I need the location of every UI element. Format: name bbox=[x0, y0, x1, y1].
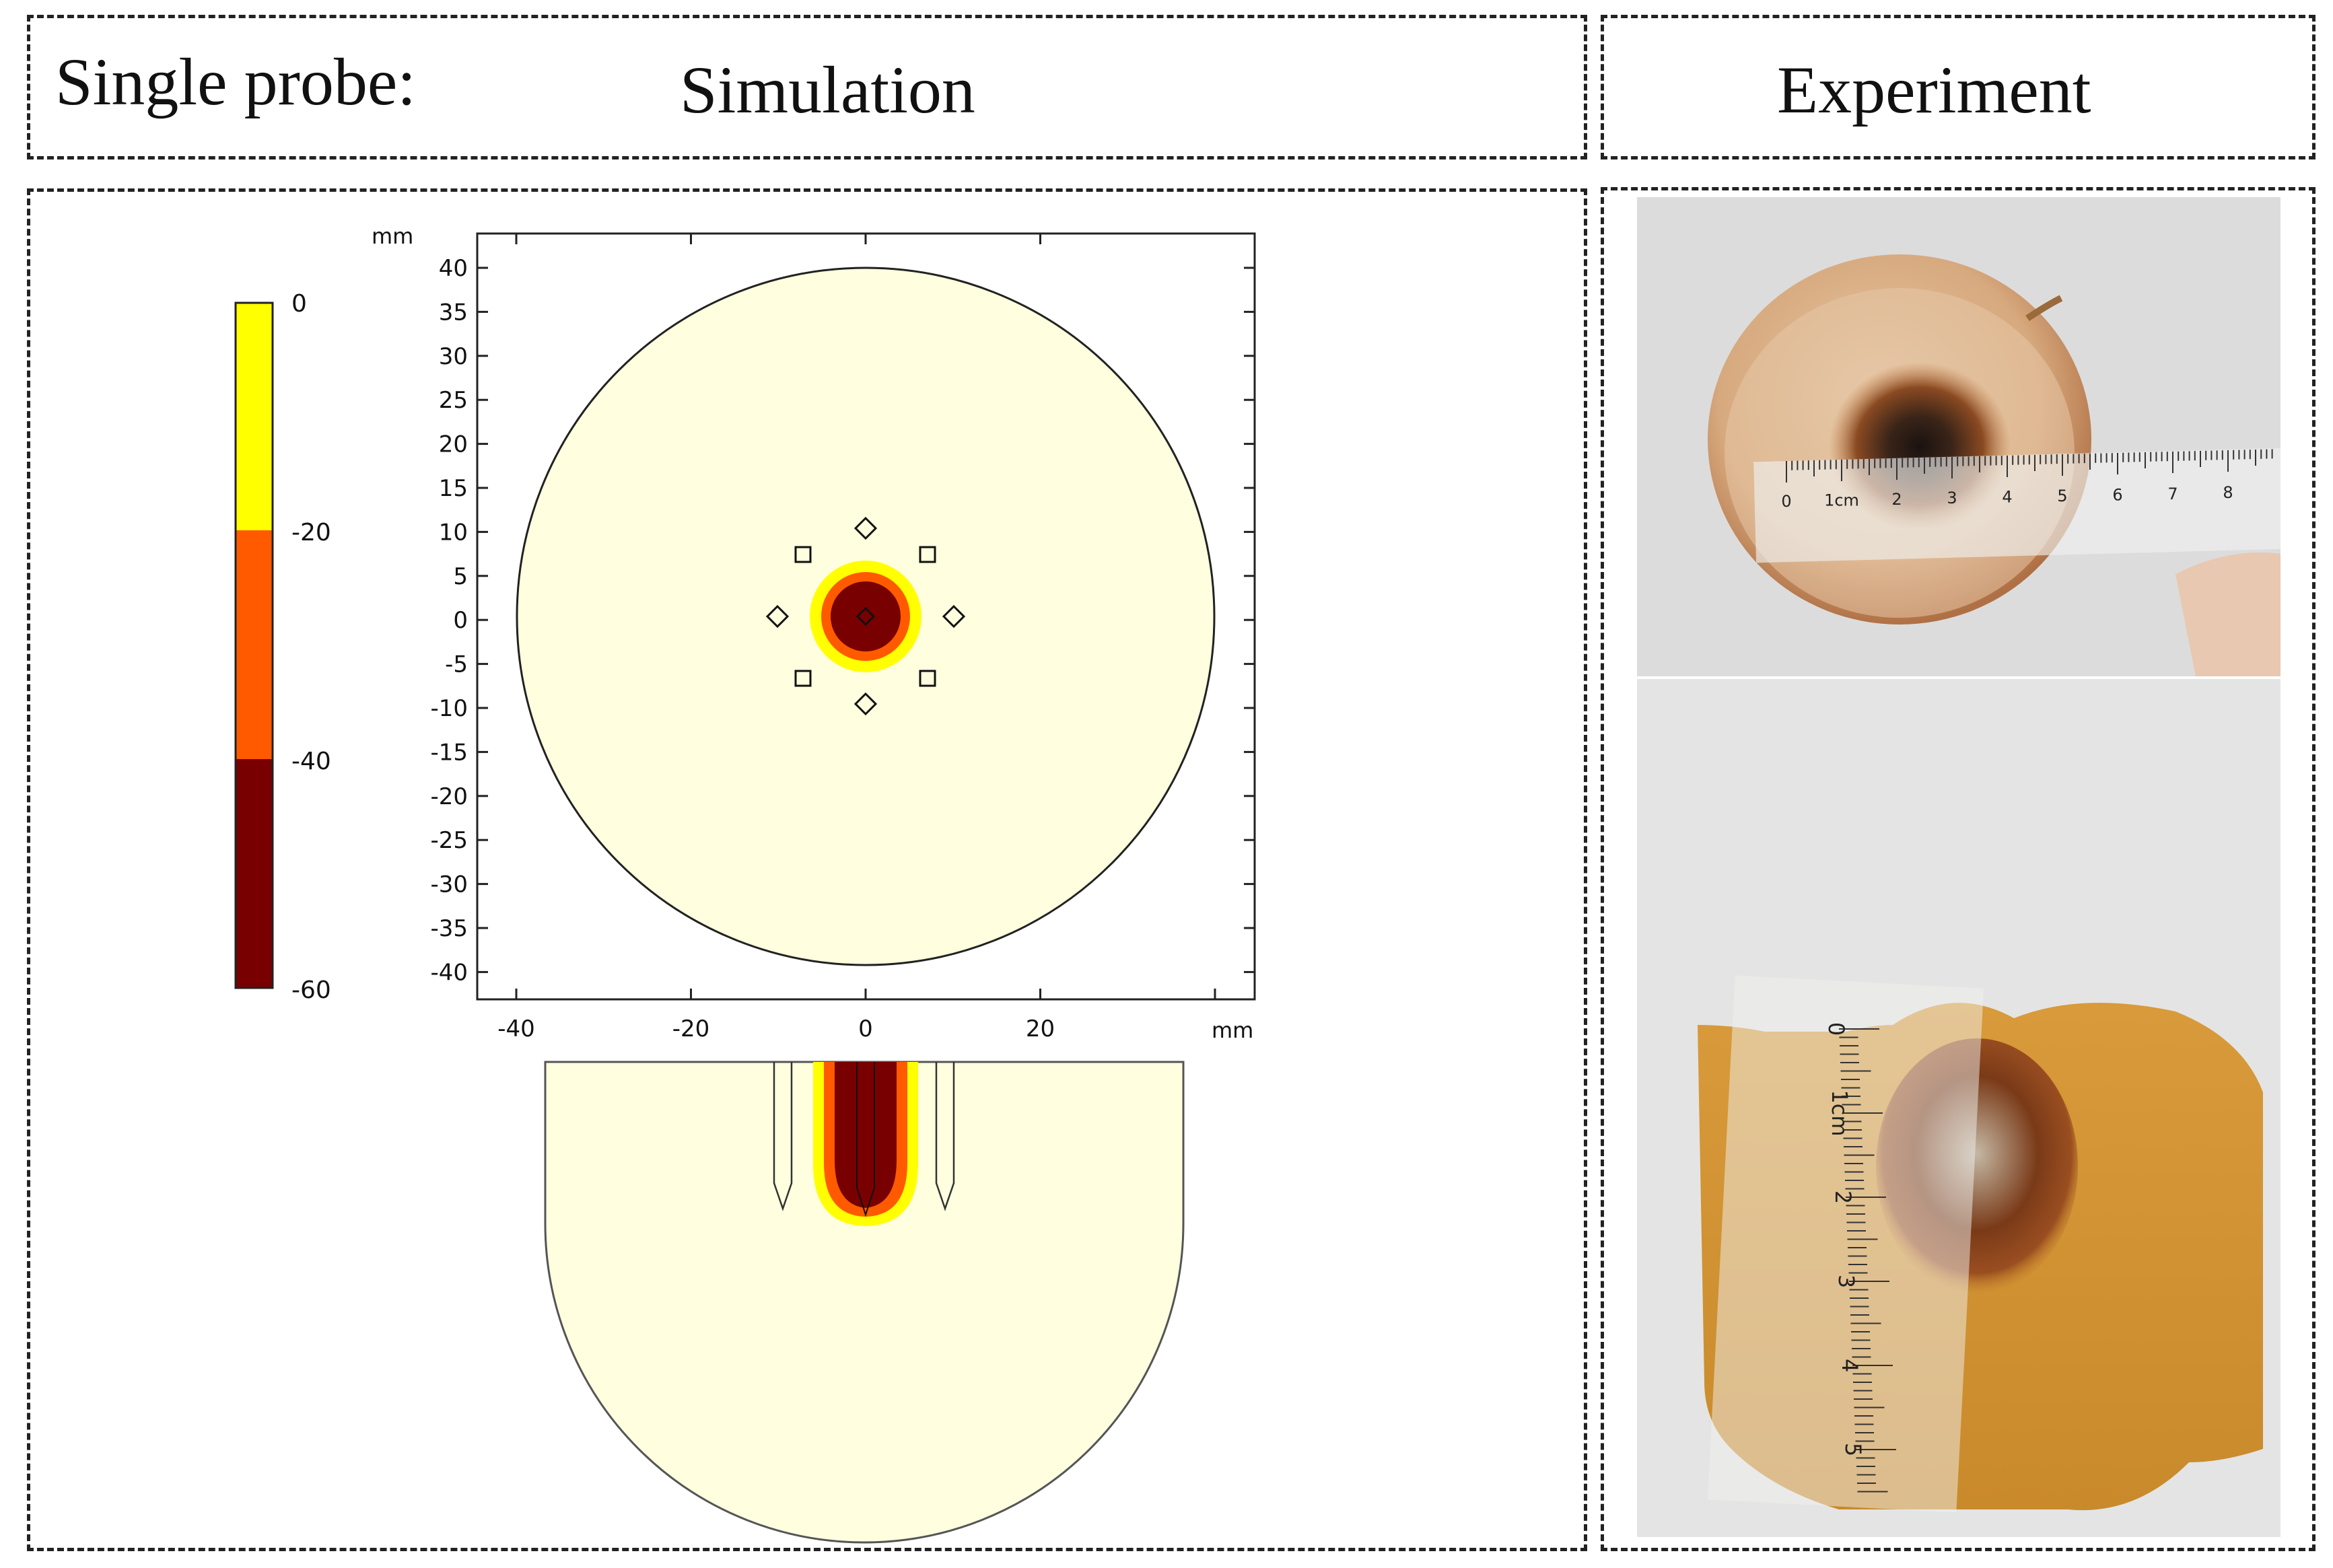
colorbar-label-60: -60 bbox=[291, 976, 331, 1004]
single-probe-label: Single probe: bbox=[55, 44, 417, 119]
ruler-bottom-label: 0 bbox=[1823, 1022, 1849, 1036]
ruler-top-label: 8 bbox=[2223, 483, 2233, 502]
header-frame-experiment bbox=[1601, 15, 2315, 159]
sensor-marker-diamond bbox=[942, 604, 966, 629]
y-tick-label: 40 bbox=[439, 255, 468, 282]
experiment-photos: 0 1cm 2 3 4 5 6 7 8 0 1cm 2 3 4 5 bbox=[1637, 197, 2280, 1537]
colorbar-band-orange bbox=[236, 530, 273, 759]
photo-top-fruit-section: 0 1cm 2 3 4 5 6 7 8 bbox=[1637, 197, 2280, 676]
ruler-bottom-label: 2 bbox=[1830, 1190, 1856, 1204]
sensor-needle-right bbox=[935, 1062, 955, 1211]
y-tick-label: -40 bbox=[430, 959, 468, 986]
y-tick-label: 0 bbox=[453, 607, 468, 634]
colorbar-label-20: -20 bbox=[291, 519, 331, 546]
y-tick-label: 35 bbox=[439, 299, 468, 326]
y-axis-unit: mm bbox=[372, 223, 413, 249]
y-tick-label: 25 bbox=[439, 387, 468, 414]
probe-needle-center bbox=[856, 1062, 875, 1217]
ruler-top-label: 7 bbox=[2167, 485, 2178, 503]
x-tick-label: 20 bbox=[1026, 1015, 1055, 1042]
x-tick-label: -20 bbox=[672, 1015, 710, 1042]
sensor-marker-diamond bbox=[854, 692, 878, 716]
sensor-marker-diamond bbox=[856, 606, 876, 627]
sensor-marker-diamond bbox=[854, 516, 878, 540]
x-tick-label: -40 bbox=[497, 1015, 535, 1042]
ruler-bottom-label: 1cm bbox=[1827, 1090, 1852, 1136]
sensor-marker-square bbox=[794, 546, 812, 563]
ruler-bottom-label: 5 bbox=[1840, 1443, 1866, 1456]
y-tick-label: -15 bbox=[430, 739, 468, 766]
colorbar-label-40: -40 bbox=[291, 748, 331, 775]
colorbar: 0 -20 -40 -60 bbox=[234, 290, 331, 1004]
sensor-marker-diamond bbox=[765, 604, 790, 629]
x-axis-ticks: -40 -20 0 20 bbox=[497, 234, 1216, 1042]
y-tick-label: -35 bbox=[430, 915, 468, 942]
colorbar-border bbox=[234, 301, 274, 989]
ruler-top-label: 4 bbox=[2002, 488, 2012, 507]
ruler-top-label: 3 bbox=[1947, 489, 1957, 507]
sensor-marker-square bbox=[794, 670, 812, 687]
ruler-top-label: 2 bbox=[1891, 490, 1902, 509]
sensor-marker-square bbox=[919, 546, 936, 563]
colorbar-band-yellow bbox=[236, 303, 273, 530]
fruit-side-view-domain bbox=[544, 1061, 1185, 1544]
ablation-zone-core bbox=[831, 581, 901, 651]
x-tick-label: 0 bbox=[858, 1015, 873, 1042]
y-tick-label: -10 bbox=[430, 695, 468, 722]
simulation-panel-frame bbox=[27, 188, 1587, 1551]
y-tick-label: -30 bbox=[430, 871, 468, 898]
experiment-title: Experiment bbox=[1777, 52, 2091, 127]
y-tick-label: 20 bbox=[439, 431, 468, 458]
y-tick-label: 15 bbox=[439, 475, 468, 502]
sensor-needle-left bbox=[773, 1062, 793, 1211]
header-frame-simulation bbox=[27, 15, 1587, 159]
y-tick-label: 30 bbox=[439, 343, 468, 370]
colorbar-label-0: 0 bbox=[291, 290, 307, 318]
y-tick-label: -20 bbox=[430, 783, 468, 810]
y-axis-ticks: 40 35 30 25 20 15 10 5 0 -5 -10 -15 -20 -25 -30 -35 -40 bbox=[430, 255, 1255, 986]
y-tick-label: -25 bbox=[430, 827, 468, 854]
ruler-top-label: 5 bbox=[2057, 487, 2067, 505]
ruler-bottom-label: 3 bbox=[1834, 1275, 1859, 1288]
y-tick-label: 10 bbox=[439, 519, 468, 546]
ruler-bottom-label: 4 bbox=[1837, 1359, 1862, 1372]
ruler-top-label: 1cm bbox=[1824, 491, 1859, 509]
ruler-top-label: 6 bbox=[2112, 485, 2122, 504]
experiment-panel-frame bbox=[1601, 187, 2315, 1551]
colorbar-band-darkred bbox=[236, 759, 273, 988]
sensor-marker-square bbox=[919, 670, 936, 687]
ruler-top bbox=[1753, 448, 2280, 563]
simulation-title: Simulation bbox=[680, 52, 975, 127]
y-tick-label: -5 bbox=[445, 651, 468, 678]
side-ablation-zone-core bbox=[835, 1062, 897, 1208]
x-axis-unit: mm bbox=[1212, 1018, 1253, 1043]
ruler-top-label: 0 bbox=[1781, 492, 1791, 511]
ruler-bottom bbox=[1707, 975, 1984, 1513]
y-tick-label: 5 bbox=[453, 563, 468, 590]
photo-side-fruit-section: 0 1cm 2 3 4 5 bbox=[1637, 679, 2280, 1537]
